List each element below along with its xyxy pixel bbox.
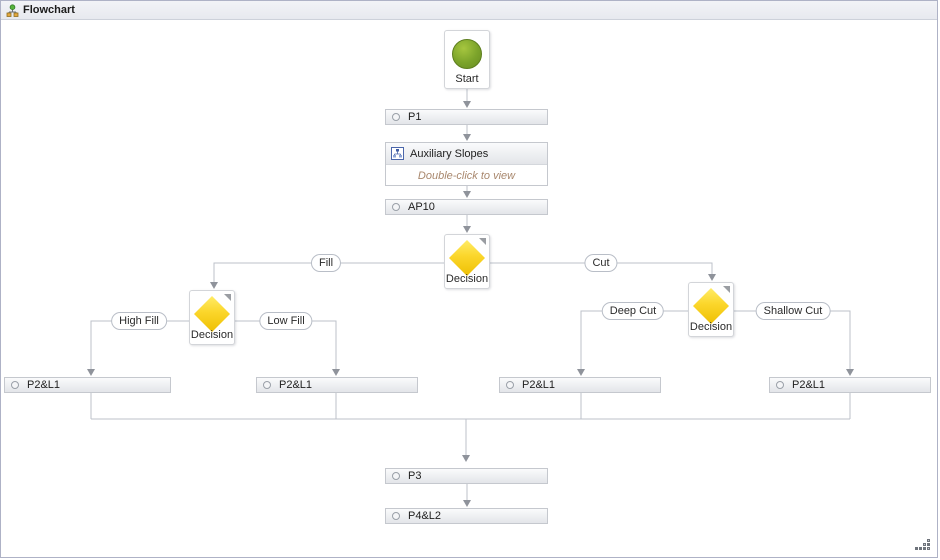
node-p1[interactable]: P1: [385, 109, 548, 125]
node-label: Auxiliary Slopes: [410, 147, 489, 160]
node-label: Decision: [689, 321, 733, 333]
flowchart-icon: [6, 3, 19, 17]
point-icon: [392, 472, 400, 480]
node-label: Start: [455, 73, 479, 85]
node-label: Decision: [190, 329, 234, 341]
node-p2l1-deep-cut[interactable]: P2&L1: [499, 377, 661, 393]
point-icon: [506, 381, 514, 389]
point-icon: [11, 381, 19, 389]
panel-header[interactable]: Flowchart: [1, 1, 937, 20]
node-p2l1-high-fill[interactable]: P2&L1: [4, 377, 171, 393]
node-label: P3: [408, 470, 422, 482]
point-icon: [392, 512, 400, 520]
node-label: Decision: [445, 273, 489, 285]
arrowhead: [463, 134, 471, 141]
subflowchart-header: Auxiliary Slopes: [386, 143, 547, 165]
node-p2l1-low-fill[interactable]: P2&L1: [256, 377, 418, 393]
node-label: P2&L1: [27, 379, 61, 391]
point-icon: [392, 203, 400, 211]
decision-diamond-icon: [449, 240, 485, 276]
node-label: AP10: [408, 201, 435, 213]
node-decision-cut[interactable]: Decision: [688, 282, 734, 337]
node-label: P1: [408, 111, 422, 123]
arrowhead: [87, 369, 95, 376]
branch-label-high-fill: High Fill: [111, 312, 167, 330]
corner-marker-icon: [224, 294, 231, 301]
node-label: P4&L2: [408, 510, 442, 522]
branch-label-cut: Cut: [584, 254, 618, 272]
corner-marker-icon: [479, 238, 486, 245]
subflowchart-icon: [391, 147, 404, 160]
branch-label-low-fill: Low Fill: [259, 312, 313, 330]
flowchart-canvas: Start P1 Auxiliary Slopes Double-click t…: [1, 20, 937, 557]
branch-label-fill: Fill: [310, 254, 342, 272]
node-start[interactable]: Start: [444, 30, 490, 89]
panel-title: Flowchart: [23, 4, 75, 16]
node-p3[interactable]: P3: [385, 468, 548, 484]
node-p2l1-shallow-cut[interactable]: P2&L1: [769, 377, 931, 393]
arrowhead: [577, 369, 585, 376]
connector-merge: [90, 393, 851, 456]
node-decision-main[interactable]: Decision: [444, 234, 490, 289]
start-circle-icon: [452, 39, 482, 69]
node-decision-fill[interactable]: Decision: [189, 290, 235, 345]
arrowhead: [210, 282, 218, 289]
branch-label-shallow-cut: Shallow Cut: [755, 302, 831, 320]
branch-label-deep-cut: Deep Cut: [601, 302, 665, 320]
corner-marker-icon: [723, 286, 730, 293]
decision-diamond-icon: [194, 296, 230, 332]
decision-diamond-icon: [693, 288, 729, 324]
point-icon: [263, 381, 271, 389]
arrowhead: [846, 369, 854, 376]
node-ap10[interactable]: AP10: [385, 199, 548, 215]
resize-grip[interactable]: [915, 537, 931, 551]
point-icon: [392, 113, 400, 121]
node-p4l2[interactable]: P4&L2: [385, 508, 548, 524]
node-label: P2&L1: [522, 379, 556, 391]
arrowhead: [463, 226, 471, 233]
arrowhead: [463, 500, 471, 507]
double-click-hint: Double-click to view: [417, 169, 516, 182]
arrowhead: [708, 274, 716, 281]
point-icon: [776, 381, 784, 389]
node-label: P2&L1: [792, 379, 826, 391]
arrowhead: [463, 101, 471, 108]
node-auxiliary-slopes[interactable]: Auxiliary Slopes Double-click to view: [385, 142, 548, 186]
arrowhead: [462, 455, 470, 462]
arrowhead: [463, 191, 471, 198]
node-label: P2&L1: [279, 379, 313, 391]
arrowhead: [332, 369, 340, 376]
